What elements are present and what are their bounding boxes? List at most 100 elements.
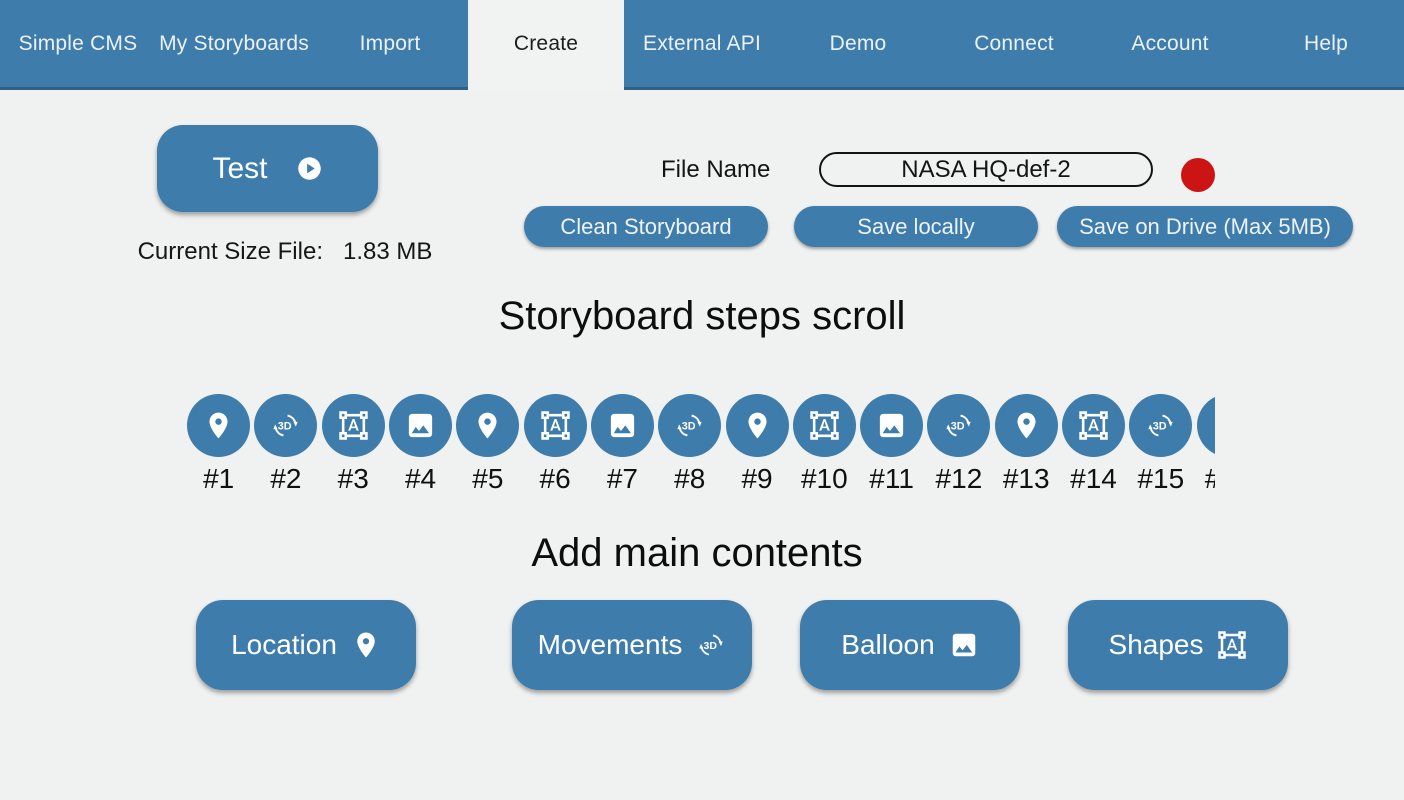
step-button-5[interactable] (456, 394, 520, 457)
rotate3d-icon: 3D (1145, 410, 1176, 441)
step-item-1: #1 (185, 394, 252, 498)
rotate3d-icon: 3D (270, 410, 301, 441)
step-number-label: #15 (1137, 463, 1185, 494)
nav-item-label: Import (359, 31, 421, 55)
shapes-icon (338, 410, 369, 441)
step-item-2: 3D #2 (252, 394, 319, 498)
nav-item-import[interactable]: Import (312, 0, 468, 90)
current-size-label: Current Size File: (137, 238, 323, 265)
rotate3d-icon: 3D (943, 410, 974, 441)
step-button-4[interactable] (389, 394, 453, 457)
add-main-contents-heading: Add main contents (531, 531, 863, 575)
shapes-icon (1078, 410, 1109, 441)
step-button-12[interactable]: 3D (927, 394, 991, 457)
image-icon (949, 630, 979, 660)
location-icon (1213, 410, 1215, 441)
step-number-label: #2 (270, 463, 302, 494)
step-item-7: #7 (589, 394, 656, 498)
step-item-15: 3D #15 (1127, 394, 1194, 498)
save-locally-button[interactable]: Save locally (794, 206, 1038, 247)
image-icon (405, 410, 436, 441)
location-icon (1011, 410, 1042, 441)
add-location-button[interactable]: Location (196, 600, 416, 690)
file-name-label: File Name (661, 156, 771, 183)
add-button-label: Movements (537, 629, 683, 660)
step-button-3[interactable] (321, 394, 385, 457)
nav-item-label: Create (513, 31, 579, 55)
save-on-drive-button[interactable]: Save on Drive (Max 5MB) (1057, 206, 1353, 247)
nav-item-simple-cms[interactable]: Simple CMS (0, 0, 156, 90)
add-movements-button[interactable]: Movements 3D (512, 600, 752, 690)
current-size-value: 1.83 MB (343, 238, 433, 265)
step-button-9[interactable] (725, 394, 789, 457)
step-number-label: #16 (1205, 463, 1215, 495)
step-item-5: #5 (454, 394, 521, 498)
nav-item-external-api[interactable]: External API (624, 0, 780, 90)
rotate3d-icon: 3D (674, 410, 705, 441)
step-item-8: 3D#8 (656, 394, 723, 498)
record-indicator-dot (1181, 158, 1215, 192)
svg-text:3D: 3D (1153, 420, 1167, 432)
svg-text:3D: 3D (951, 420, 965, 432)
play-icon (296, 155, 323, 182)
step-button-15[interactable]: 3D (1129, 394, 1193, 457)
test-button-label: Test (212, 151, 268, 185)
nav-item-connect[interactable]: Connect (936, 0, 1092, 90)
nav-item-create[interactable]: Create (468, 0, 624, 90)
add-button-label: Shapes (1108, 629, 1204, 660)
step-button-14[interactable] (1062, 394, 1125, 457)
step-number-label: #14 (1070, 463, 1117, 494)
image-icon (607, 410, 638, 441)
location-icon (742, 410, 773, 441)
add-shapes-button[interactable]: Shapes (1068, 600, 1288, 690)
storyboard-steps-heading: Storyboard steps scroll (498, 294, 906, 338)
step-button-10[interactable] (792, 394, 856, 457)
step-button-16[interactable] (1196, 394, 1215, 457)
add-balloon-button[interactable]: Balloon (800, 600, 1020, 690)
step-button-13[interactable] (994, 394, 1058, 457)
step-item-12: 3D #12 (925, 394, 992, 498)
step-number-label: #3 (337, 463, 369, 494)
step-number-label: #10 (800, 463, 848, 494)
step-number-label: #5 (472, 463, 504, 494)
svg-text:3D: 3D (682, 420, 696, 432)
image-icon (876, 410, 907, 441)
nav-item-label: Help (1304, 31, 1348, 55)
step-number-label: #11 (869, 463, 914, 494)
step-number-label: #9 (741, 463, 773, 494)
shapes-icon (1217, 630, 1247, 660)
svg-text:3D: 3D (278, 420, 292, 432)
step-button-2[interactable]: 3D (254, 394, 318, 457)
current-size-line: Current Size File: 1.83 MB (120, 238, 450, 266)
step-item-10: #10 (791, 394, 858, 498)
step-number-label: #6 (539, 463, 571, 494)
step-item-16: #16 (1194, 394, 1215, 498)
step-button-1[interactable] (187, 394, 251, 457)
test-button[interactable]: Test (157, 125, 378, 212)
nav-item-help[interactable]: Help (1248, 0, 1404, 90)
file-name-input[interactable] (819, 152, 1153, 187)
nav-item-my-storyboards[interactable]: My Storyboards (156, 0, 312, 90)
shapes-icon (540, 410, 571, 441)
step-number-label: #1 (203, 463, 235, 494)
nav-item-demo[interactable]: Demo (780, 0, 936, 90)
svg-text:3D: 3D (704, 640, 718, 652)
location-icon (203, 410, 234, 441)
step-button-6[interactable] (523, 394, 587, 457)
clean-storyboard-button[interactable]: Clean Storyboard (524, 206, 768, 247)
location-icon (472, 410, 503, 441)
step-number-label: #12 (935, 463, 983, 494)
nav-item-label: Account (1131, 31, 1209, 55)
nav-item-account[interactable]: Account (1092, 0, 1248, 90)
rotate3d-icon: 3D (696, 630, 726, 660)
step-item-11: #11 (858, 394, 925, 498)
add-button-label: Location (231, 629, 337, 660)
step-button-7[interactable] (590, 394, 654, 457)
step-button-8[interactable]: 3D (658, 394, 722, 457)
step-button-11[interactable] (860, 394, 924, 457)
step-number-label: #13 (1002, 463, 1050, 494)
nav-item-label: External API (643, 31, 761, 55)
step-item-13: #13 (993, 394, 1060, 498)
